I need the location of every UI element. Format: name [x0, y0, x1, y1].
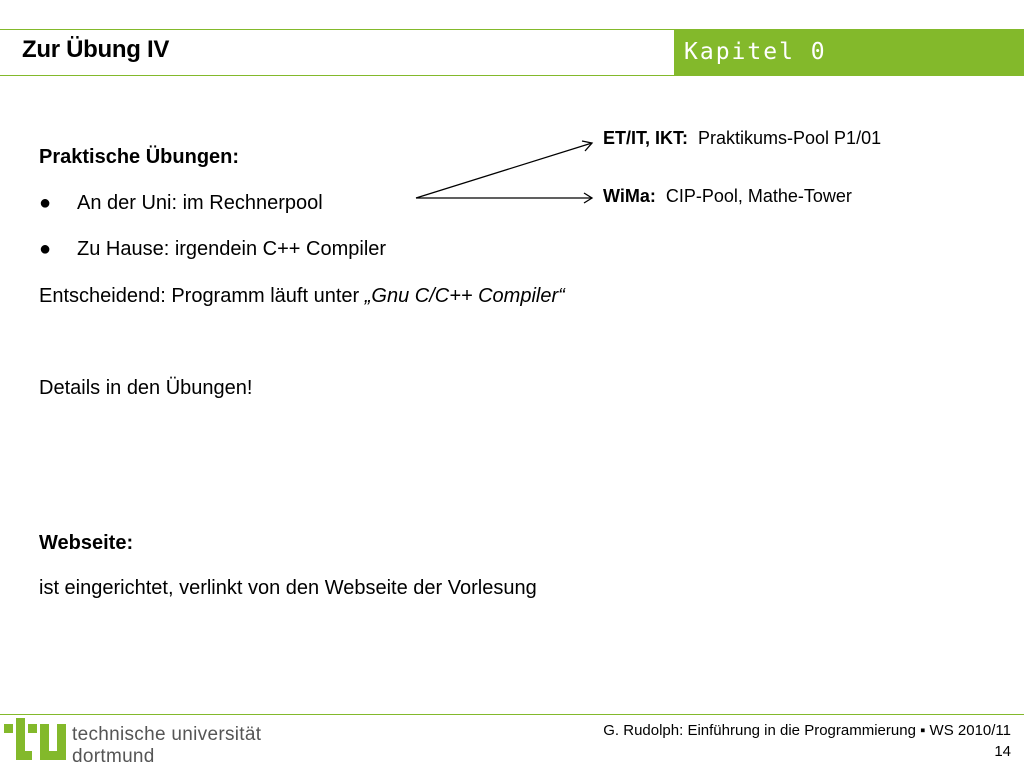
- compiler-name: „Gnu C/C++ Compiler“: [364, 285, 565, 307]
- bullet-icon: ●: [39, 238, 52, 260]
- annotation-label: WiMa:: [603, 186, 656, 206]
- university-line-1: technische universität: [72, 724, 262, 745]
- annotation-text: Praktikums-Pool P1/01: [698, 128, 882, 148]
- arrowhead-wima: [583, 192, 594, 204]
- decisive-line: Entscheidend: Programm läuft unter „Gnu …: [39, 285, 565, 308]
- arrow-to-etit: [415, 142, 593, 199]
- details-text: Details in den Übungen!: [39, 377, 253, 399]
- annotation-etit: ET/IT, IKT: Praktikums-Pool P1/01: [603, 128, 881, 149]
- bullet-text: An der Uni: im Rechnerpool: [77, 192, 323, 214]
- decisive-prefix: Entscheidend: Programm läuft unter: [39, 285, 365, 307]
- header-bottom-rule: [0, 75, 1024, 76]
- annotation-label: ET/IT, IKT:: [603, 128, 688, 148]
- slide-title: Zur Übung IV: [22, 36, 170, 63]
- university-name: technische universität dortmund: [72, 724, 261, 768]
- lecture-credit: G. Rudolph: Einführung in die Programmie…: [603, 722, 1011, 739]
- bullet-item-uni: ● An der Uni: im Rechnerpool: [39, 192, 323, 215]
- chapter-badge: Kapitel 0: [674, 30, 1024, 75]
- tu-logo-icon: [4, 718, 66, 760]
- bullet-item-home: ● Zu Hause: irgendein C++ Compiler: [39, 238, 386, 261]
- tu-logo: [2, 718, 68, 773]
- header-top-rule: [0, 29, 1024, 30]
- section-heading-website: Webseite:: [39, 532, 134, 554]
- annotation-text: CIP-Pool, Mathe-Tower: [665, 186, 852, 206]
- footer-rule: [0, 714, 1024, 715]
- bullet-text: Zu Hause: irgendein C++ Compiler: [77, 238, 387, 260]
- university-line-2: dortmund: [72, 746, 155, 767]
- section-heading-practical: Praktische Übungen:: [39, 146, 240, 168]
- arrowhead-etit: [581, 140, 594, 152]
- page-number: 14: [994, 743, 1011, 760]
- annotation-wima: WiMa: CIP-Pool, Mathe-Tower: [603, 186, 852, 207]
- footer-credit: G. Rudolph: Einführung in die Programmie…: [603, 720, 1011, 762]
- website-description: ist eingerichtet, verlinkt von den Webse…: [39, 577, 537, 599]
- bullet-icon: ●: [39, 192, 52, 214]
